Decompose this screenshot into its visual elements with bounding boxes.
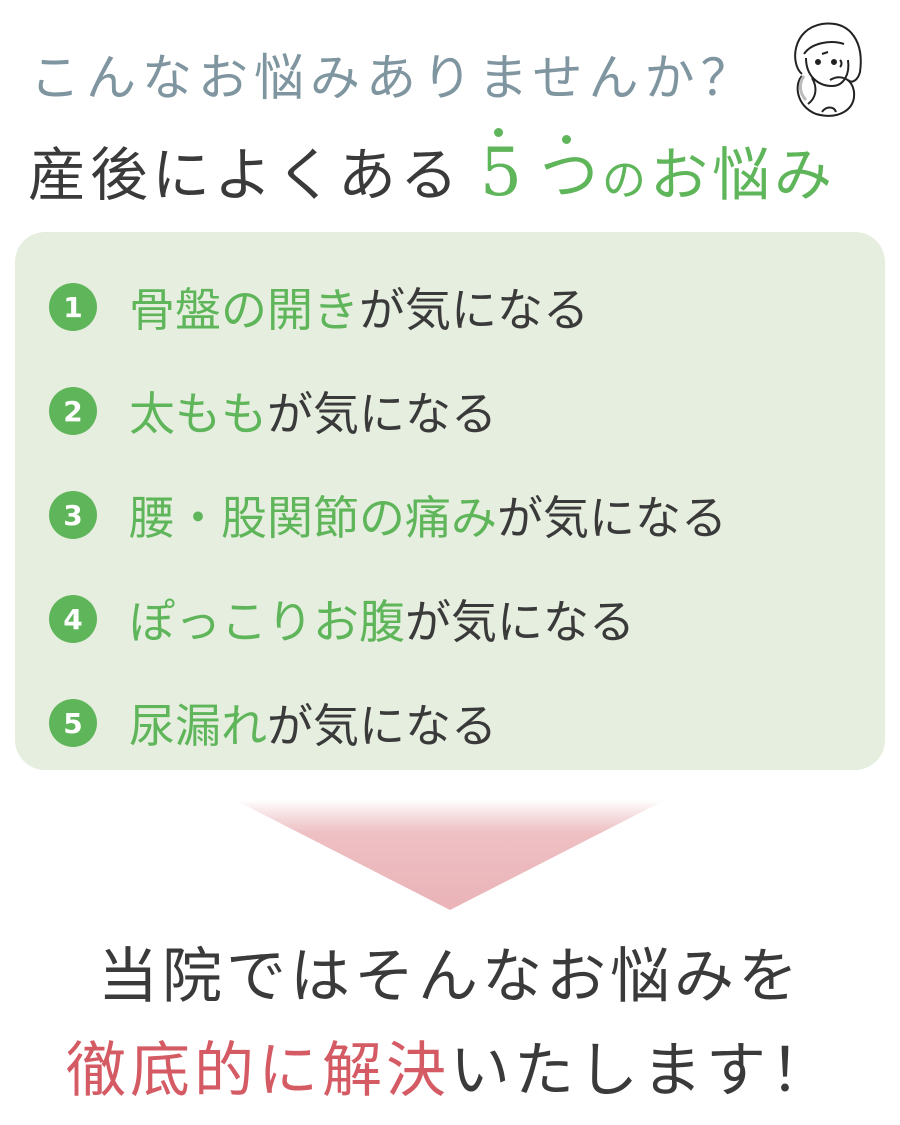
title-counter: つ [540,135,602,209]
item-highlight: 太もも [129,387,267,441]
solution-line-2: 徹底的に解決いたします！ [0,1022,900,1109]
item-highlight: ぽっこりお腹 [129,595,405,649]
number-badge: 4 [49,595,97,643]
item-highlight: 腰・股関節の痛み [129,491,497,545]
title-particle: の [602,155,651,206]
list-item: 5 尿漏れが気になる [49,690,497,756]
list-item: 3 腰・股関節の痛みが気になる [49,482,727,548]
item-rest: が気になる [405,595,635,649]
title-number: 5 [480,128,526,211]
number-badge: 2 [49,387,97,435]
item-rest: が気になる [497,491,727,545]
solution-rest: いたします！ [450,1036,834,1106]
item-rest: が気になる [267,699,497,753]
number-badge: 5 [49,699,97,747]
title-prefix: 産後によくある [28,141,463,209]
list-item: 1 骨盤の開きが気になる [49,274,589,340]
worried-mother-holding-baby-icon [794,22,862,117]
list-item: 4 ぽっこりお腹が気になる [49,586,635,652]
concerns-panel: 1 骨盤の開きが気になる 2 太ももが気になる 3 腰・股関節の痛みが気になる … [15,232,885,770]
number-badge: 3 [49,491,97,539]
item-highlight: 骨盤の開き [129,283,359,337]
down-arrow-icon [235,800,665,910]
solution-highlight: 徹底的に解決 [66,1036,450,1106]
list-item: 2 太ももが気になる [49,378,497,444]
question-heading: こんなお悩みありませんか？ [30,49,757,107]
item-rest: が気になる [359,283,589,337]
solution-line-1: 当院ではそんなお悩みを [98,942,802,1012]
item-highlight: 尿漏れ [129,699,267,753]
item-rest: が気になる [267,387,497,441]
title-suffix: お悩み [650,141,837,209]
number-badge: 1 [49,283,97,331]
